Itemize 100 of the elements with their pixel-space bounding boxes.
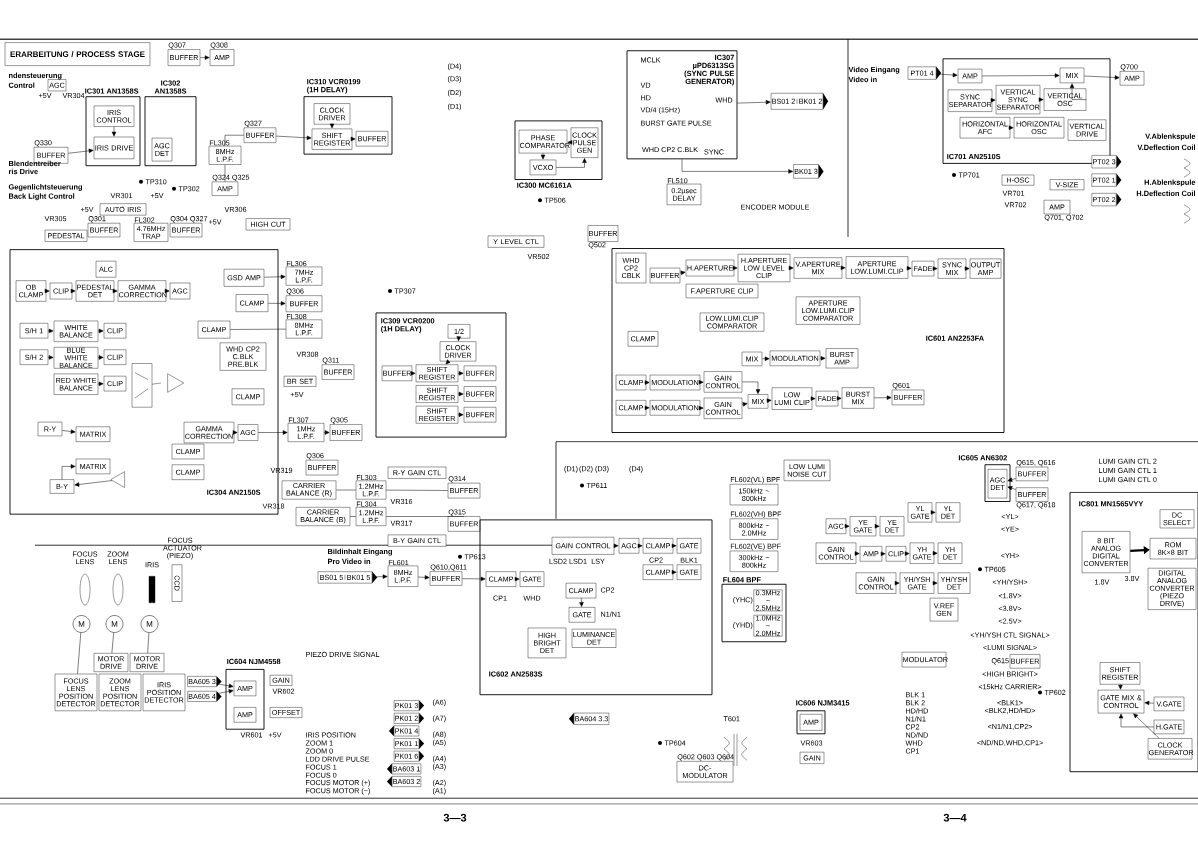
arrow [836,396,842,401]
arrow [844,524,850,529]
arrow [97,328,104,334]
arrow [410,371,416,376]
connector-line [224,164,226,182]
arrow [1118,713,1155,728]
connector-line [77,632,82,675]
arrow [1007,486,1017,491]
connector-line [349,516,357,517]
arrow [964,266,970,271]
arrow [47,328,54,334]
arrow [1038,97,1044,102]
arrow [1008,125,1014,130]
connector-line [385,516,465,517]
arrow [257,430,288,435]
arrow [671,570,677,575]
arrow [555,158,587,168]
arrow [70,288,76,294]
arrow [698,380,704,385]
lens-drawing [112,573,124,606]
arrow [990,98,996,103]
amplifier-symbol [110,471,125,488]
arrow [644,380,650,385]
arrow [613,543,619,548]
arrow [932,551,938,556]
connector-line [385,489,449,491]
page-number: 3—4 [943,813,967,822]
arrow [216,689,234,694]
arrow [873,395,892,400]
lens-drawing [79,573,91,606]
arrow [904,551,910,556]
connector-line [147,632,150,654]
connector-line [229,328,287,330]
arrow [1144,700,1155,706]
arrow [232,430,238,435]
arrow [456,336,461,342]
arrow [906,266,912,271]
arrow [698,405,704,411]
arrow [930,510,936,515]
arrow [932,580,938,586]
connector-line [224,134,245,147]
amplifier-symbol [167,373,184,393]
arrow [644,405,650,410]
arrow [61,464,76,480]
arrow [61,429,76,434]
arrow [741,381,761,394]
arrow [267,301,286,306]
arrow [275,135,312,140]
arrow [1083,75,1120,80]
arrow [97,355,104,360]
block-box: ERARBEITUNG / PROCESS STAGE [4,42,151,66]
arrow [681,159,794,174]
arrow [329,123,335,129]
arrow [894,580,900,586]
arrow [74,480,113,487]
arrow [819,356,826,361]
arrow [323,430,330,435]
arrow [981,73,1060,78]
arrow [732,265,738,271]
arrow [567,140,573,145]
connector-line [335,489,357,491]
arrow [445,359,451,365]
arrow [263,274,286,279]
arrow [457,412,464,417]
arrow [112,288,118,294]
arrow [371,574,388,579]
arrow [1118,684,1123,690]
arrow [810,396,816,401]
iris-drawing [148,576,156,603]
arrow [671,543,677,548]
arrow [216,683,234,688]
arrow [840,265,846,270]
arrow [350,136,356,142]
arrow [417,575,430,580]
arrow [679,270,686,275]
page-number: 3—3 [443,813,467,822]
arrow [854,551,860,556]
arrow [579,598,584,607]
arrow [788,265,794,271]
arrow [766,398,772,403]
arrow [97,381,104,387]
arrow [540,153,546,160]
arrow [457,371,464,376]
arrow [47,355,54,360]
arrow [637,543,643,548]
arrow [111,126,117,137]
arrow [932,266,938,271]
arrow [164,288,170,294]
arrow [761,356,770,361]
connector-line [111,632,114,654]
arrow [737,100,771,105]
arrow [457,391,464,397]
arrow [461,576,486,582]
arrow [199,55,210,60]
arrow [880,551,886,556]
arrow [935,72,958,78]
arrow [514,576,520,582]
arrow [741,402,748,407]
arrow [1133,713,1160,739]
arrow [1069,83,1087,100]
